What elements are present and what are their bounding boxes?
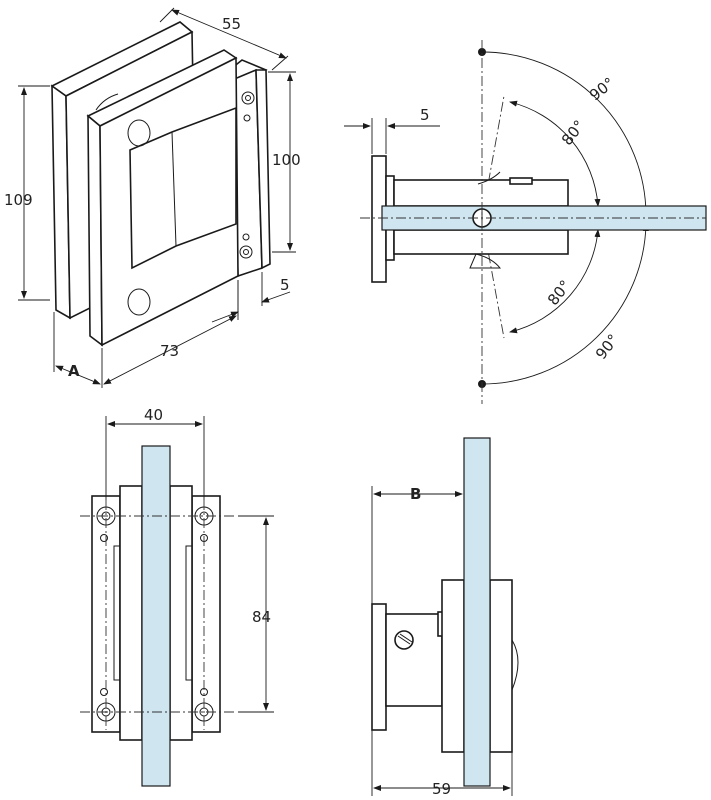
ref-a-label: A xyxy=(68,362,80,380)
dim-55: 55 xyxy=(159,7,289,71)
angle-80-lower: 80° xyxy=(544,277,575,309)
angle-90-upper: 90° xyxy=(586,74,618,105)
dim-40-label: 40 xyxy=(144,406,163,424)
dim-84-label: 84 xyxy=(252,608,271,626)
clamp-upper xyxy=(393,179,569,207)
dim-59: 59 xyxy=(371,730,513,798)
dim-5-top-label: 5 xyxy=(420,106,430,124)
side-view: B 59 xyxy=(371,437,519,798)
mounting-plate xyxy=(220,59,271,278)
clamp-side-right xyxy=(489,579,513,753)
angle-80-upper: 80° xyxy=(558,117,589,149)
clamp-right xyxy=(169,485,193,741)
isometric-view: 109 55 100 5 73 xyxy=(4,7,301,388)
dim-5-iso-label: 5 xyxy=(280,276,290,294)
dim-40: 40 xyxy=(105,406,205,500)
dim-109: 109 xyxy=(4,85,50,301)
body-side xyxy=(385,613,443,707)
dim-73-label: 73 xyxy=(160,342,179,360)
dim-73: 73 xyxy=(101,280,239,388)
glass-pane-front xyxy=(141,445,171,787)
clamp-side-left xyxy=(441,579,465,753)
dim-100: 100 xyxy=(268,71,301,253)
pivot-dot-top xyxy=(478,48,486,56)
clamp-left xyxy=(119,485,143,741)
front-clamp xyxy=(86,49,239,347)
dim-59-label: 59 xyxy=(432,780,451,798)
clamp-lower xyxy=(393,229,569,255)
glass-pane-side xyxy=(463,437,491,787)
top-view: 5 90° 80° 80° 90° xyxy=(344,40,707,404)
angle-90-lower: 90° xyxy=(592,331,623,363)
front-view: 40 84 xyxy=(80,406,274,787)
dim-b: B xyxy=(371,485,463,604)
wall-plate-side xyxy=(371,603,387,731)
dim-55-label: 55 xyxy=(222,15,241,33)
plate-right xyxy=(191,495,221,733)
dim-109-label: 109 xyxy=(4,191,33,209)
dim-5-top: 5 xyxy=(344,106,440,154)
ref-b-label: B xyxy=(410,485,421,503)
ref-a: A xyxy=(53,312,101,385)
dim-84: 84 xyxy=(238,515,274,713)
dim-100-label: 100 xyxy=(272,151,301,169)
